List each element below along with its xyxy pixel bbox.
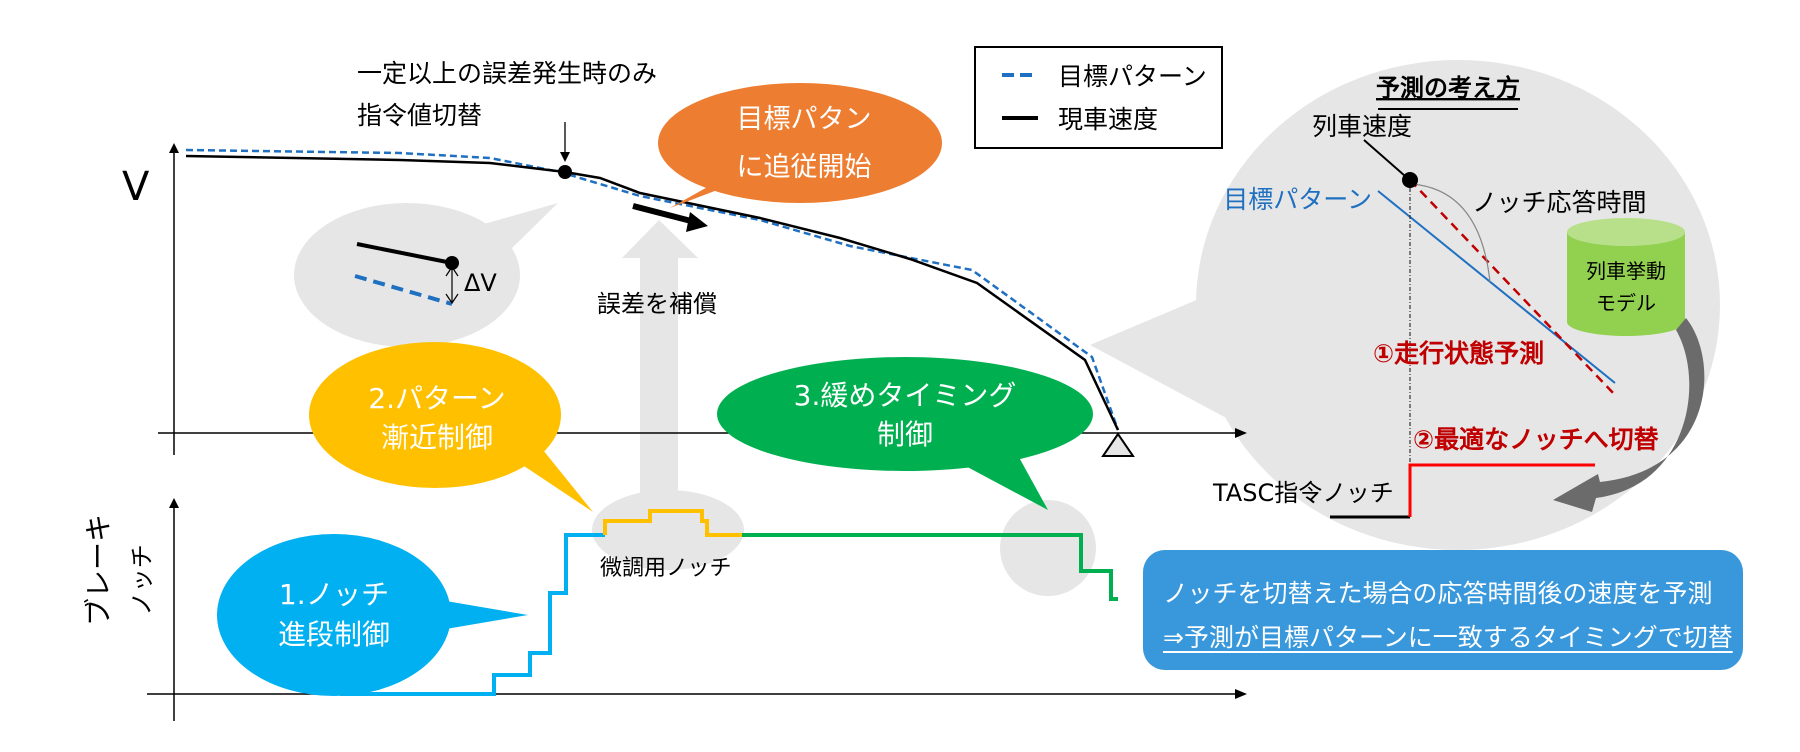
notch-step-line2: 進段制御 (278, 618, 390, 651)
legend-target-pattern: 目標パターン (1058, 62, 1207, 91)
step1-label: ①走行状態予測 (1373, 339, 1544, 368)
step2-label: ②最適なノッチへ切替 (1413, 425, 1659, 454)
notch-y-axis-label-line2: ノッチ (128, 544, 156, 616)
fine-notch-highlight (592, 490, 744, 570)
stop-position-marker (1101, 432, 1135, 457)
switch-annotation-line2: 指令値切替 (357, 101, 482, 130)
delta-v-bubble-tail (470, 203, 558, 250)
prediction-detail: 予測の考え方 列車速度 目標パターン ノッチ応答時間 列車挙動 モデル ①走行状… (1212, 74, 1705, 519)
target-pattern-label: 目標パターン (1223, 185, 1372, 214)
notch-y-axis-label-line1: ブレーキ (82, 514, 115, 626)
response-time-arc (1411, 183, 1491, 283)
cylinder-body (1567, 232, 1685, 322)
follow-start-line2: に追従開始 (737, 152, 872, 183)
notch-response-label: ノッチ応答時間 (1472, 188, 1647, 217)
current-speed-curve (185, 154, 1120, 431)
fine-notch-curve (603, 509, 742, 537)
notch-step-curve (340, 533, 605, 696)
speed-y-axis-label: V (122, 164, 150, 210)
follow-start-line1: 目標パタン (737, 104, 872, 135)
prediction-bubble-tail (1090, 290, 1230, 420)
pattern-approach-bubble-body (309, 342, 561, 488)
prediction-bubble (1090, 60, 1720, 550)
notch-step-bubble-body (217, 534, 451, 696)
delta-v-pattern-line (354, 274, 453, 306)
feedback-curved-arrow (1553, 318, 1705, 512)
cylinder-top (1567, 218, 1685, 246)
delta-v-bubble-body (294, 203, 520, 347)
release-highlight (1000, 500, 1096, 596)
release-notch-curve (742, 533, 1118, 601)
prediction-target-line (1377, 190, 1616, 384)
legend-box (974, 46, 1223, 149)
switch-annotation-line1: 一定以上の誤差発生時のみ (357, 59, 657, 88)
summary-line2: ⇒予測が目標パターンに一致するタイミングで切替 (1163, 623, 1733, 652)
pattern-approach-line1: 2.パターン (368, 382, 505, 415)
pattern-approach-bubble: 2.パターン 漸近制御 (309, 342, 593, 512)
follow-start-bubble: 目標パタン に追従開始 (658, 83, 942, 208)
delta-v-speed-dot (445, 256, 459, 270)
legend-current-speed: 現車速度 (1058, 105, 1158, 134)
target-pattern-curve (185, 148, 1120, 431)
model-line1: 列車挙動 (1586, 259, 1666, 283)
delta-v-arrowheads (445, 265, 459, 305)
compensate-arrow-shaft (640, 256, 678, 506)
cylinder-bottom (1567, 308, 1685, 336)
delta-v-speed-line (356, 242, 453, 265)
compensate-label: 誤差を補償 (597, 290, 717, 318)
release-timing-bubble: 3.緩めタイミング 制御 (717, 357, 1093, 510)
train-model-cylinder: 列車挙動 モデル (1567, 218, 1685, 336)
follow-direction-arrowhead (686, 212, 708, 232)
notch-step-line1: 1.ノッチ (279, 578, 389, 611)
tasc-notch-after (1408, 463, 1595, 517)
prediction-summary-box: ノッチを切替えた場合の応答時間後の速度を予測 ⇒予測が目標パターンに一致するタイ… (1143, 550, 1743, 670)
switch-point-dot (558, 165, 572, 179)
train-speed-dot (1402, 172, 1418, 188)
follow-start-bubble-body (658, 83, 942, 203)
delta-v-label: ΔV (464, 269, 497, 297)
train-speed-leader (1363, 139, 1406, 177)
prediction-forecast-line (1409, 179, 1616, 396)
compensate-arrow: 誤差を補償 (592, 220, 744, 570)
release-timing-bubble-body (717, 357, 1093, 471)
release-timing-line1: 3.緩めタイミング (794, 379, 1017, 412)
train-speed-label: 列車速度 (1312, 112, 1412, 141)
follow-direction-arrow (632, 203, 696, 225)
notch-step-bubble: 1.ノッチ 進段制御 (217, 534, 528, 696)
pattern-approach-line2: 漸近制御 (381, 421, 493, 454)
fine-notch-label: 微調用ノッチ (600, 556, 732, 581)
release-timing-line2: 制御 (877, 418, 933, 451)
notch-step-bubble-tail (440, 600, 528, 630)
tasc-notch-label: TASC指令ノッチ (1212, 479, 1394, 507)
summary-line1: ノッチを切替えた場合の応答時間後の速度を予測 (1163, 579, 1713, 608)
prediction-bubble-body (1196, 60, 1720, 550)
model-line2: モデル (1596, 291, 1656, 315)
compensate-arrow-head (622, 220, 698, 258)
delta-v-bubble: ΔV (294, 203, 558, 347)
legend: 目標パターン 現車速度 (974, 46, 1223, 149)
prediction-title: 予測の考え方 (1376, 74, 1520, 102)
